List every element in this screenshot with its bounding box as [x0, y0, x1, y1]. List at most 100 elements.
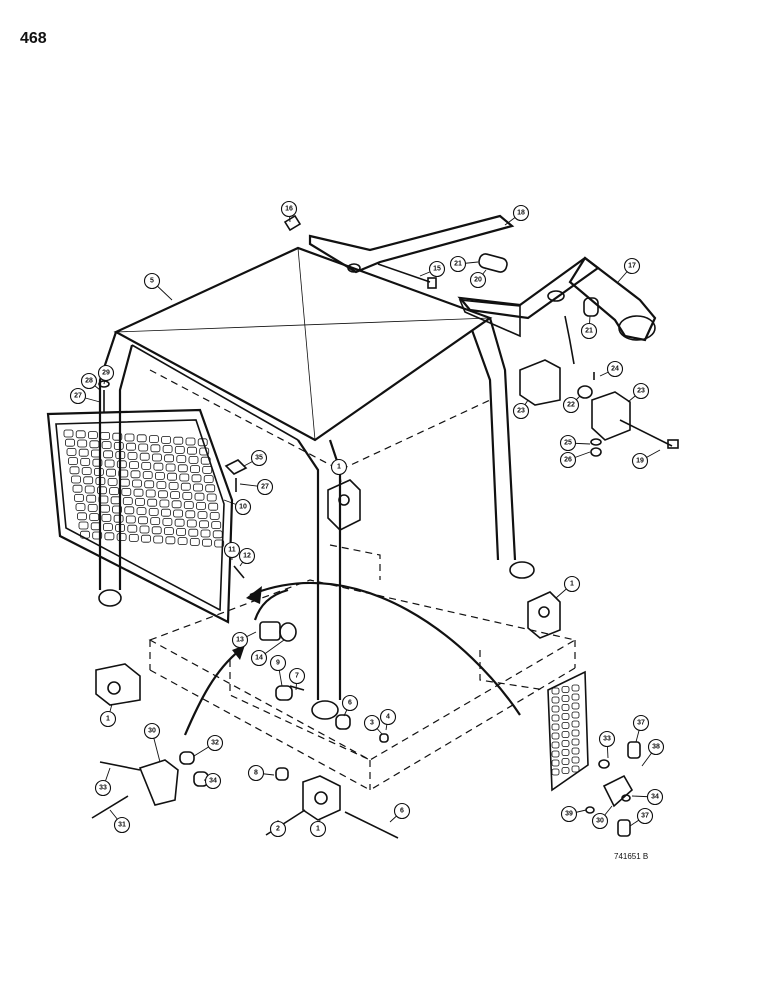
base-platform	[148, 544, 577, 791]
callout-32: 32	[206, 734, 224, 752]
callout-30a: 30	[143, 722, 161, 740]
callout-15: 15	[428, 260, 446, 278]
callout-21b: 21	[580, 322, 598, 340]
callout-12: 12	[238, 547, 256, 565]
callout-number: 6	[400, 808, 404, 815]
callout-13: 13	[231, 631, 249, 649]
callout-27a: 27	[69, 387, 87, 405]
callout-19: 19	[631, 452, 649, 470]
callout-5: 5	[143, 272, 161, 290]
callout-3: 3	[363, 714, 381, 732]
callout-number: 2	[276, 826, 280, 833]
callout-number: 34	[209, 778, 217, 785]
callout-11: 11	[223, 541, 241, 559]
callout-1c: 1	[99, 710, 117, 728]
callout-number: 8	[254, 770, 258, 777]
mount-bracket-group	[519, 315, 679, 457]
brackets	[95, 479, 561, 821]
callout-18: 18	[512, 204, 530, 222]
callout-number: 22	[567, 402, 575, 409]
callout-number: 5	[150, 278, 154, 285]
callout-number: 3	[370, 720, 374, 727]
callout-37a: 37	[632, 714, 650, 732]
callout-number: 1	[106, 716, 110, 723]
callout-1a: 1	[330, 458, 348, 476]
callout-23b: 23	[632, 382, 650, 400]
callout-number: 20	[474, 277, 482, 284]
callout-39: 39	[560, 805, 578, 823]
callout-17: 17	[623, 257, 641, 275]
front-screen	[46, 380, 248, 624]
callout-7: 7	[288, 667, 306, 685]
callout-number: 29	[102, 370, 110, 377]
callout-number: 32	[211, 740, 219, 747]
callout-10: 10	[234, 498, 252, 516]
callout-34a: 34	[204, 772, 222, 790]
callout-6a: 6	[341, 694, 359, 712]
callout-25: 25	[559, 434, 577, 452]
assembly-arrows	[183, 582, 521, 736]
callout-number: 21	[454, 261, 462, 268]
callout-33b: 33	[598, 730, 616, 748]
callout-number: 12	[243, 553, 251, 560]
callout-21a: 21	[449, 255, 467, 273]
callout-number: 30	[148, 728, 156, 735]
callout-14: 14	[250, 649, 268, 667]
drawing-reference-code: 741651 B	[614, 852, 649, 861]
callout-16: 16	[280, 200, 298, 218]
callout-number: 1	[570, 581, 574, 588]
callout-number: 25	[564, 440, 572, 447]
callout-number: 31	[118, 822, 126, 829]
callout-number: 1	[337, 464, 341, 471]
callout-number: 33	[603, 736, 611, 743]
callout-number: 4	[386, 714, 390, 721]
callout-number: 10	[239, 504, 247, 511]
callout-group: 1111234566789101112131415161718192021212…	[69, 200, 665, 838]
callout-number: 37	[637, 720, 645, 727]
callout-number: 16	[285, 206, 293, 213]
callout-number: 24	[611, 366, 619, 373]
callout-number: 38	[652, 744, 660, 751]
callout-4: 4	[379, 708, 397, 726]
callout-35: 35	[250, 449, 268, 467]
callout-number: 11	[228, 547, 236, 554]
callout-23a: 23	[512, 402, 530, 420]
callout-number: 23	[517, 408, 525, 415]
callout-number: 21	[585, 328, 593, 335]
callout-22: 22	[562, 396, 580, 414]
callout-34b: 34	[646, 788, 664, 806]
callout-29: 29	[97, 364, 115, 382]
callout-number: 15	[433, 266, 441, 273]
callout-number: 1	[316, 826, 320, 833]
callout-number: 35	[255, 455, 263, 462]
callout-9: 9	[269, 654, 287, 672]
callout-number: 14	[255, 655, 263, 662]
callout-30b: 30	[591, 812, 609, 830]
callout-number: 30	[596, 818, 604, 825]
callout-24: 24	[606, 360, 624, 378]
callout-number: 17	[628, 263, 636, 270]
callout-1b: 1	[563, 575, 581, 593]
callout-26: 26	[559, 451, 577, 469]
callout-number: 23	[637, 388, 645, 395]
callout-number: 39	[565, 811, 573, 818]
callout-27b: 27	[256, 478, 274, 496]
callout-2: 2	[269, 820, 287, 838]
upper-braces	[283, 214, 657, 342]
callout-number: 34	[651, 794, 659, 801]
callout-1d: 1	[309, 820, 327, 838]
callout-28: 28	[80, 372, 98, 390]
callout-8: 8	[247, 764, 265, 782]
callout-6b: 6	[393, 802, 411, 820]
callout-number: 33	[99, 785, 107, 792]
callout-number: 26	[564, 457, 572, 464]
callout-37b: 37	[636, 807, 654, 825]
callout-number: 13	[236, 637, 244, 644]
callout-number: 6	[348, 700, 352, 707]
callout-number: 19	[636, 458, 644, 465]
callout-number: 18	[517, 210, 525, 217]
rear-screen	[547, 670, 589, 792]
callout-number: 7	[295, 673, 299, 680]
